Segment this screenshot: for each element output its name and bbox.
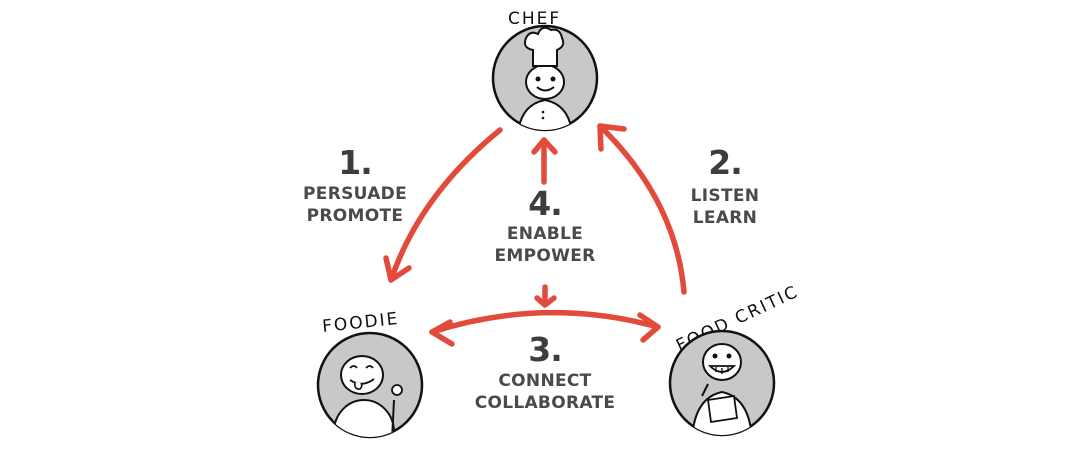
chef-node: CHEF (491, 9, 599, 132)
foodie-node: FOODIE (316, 309, 424, 439)
food-critic-icon (668, 329, 776, 437)
step-4-line-2: EMPOWER (494, 246, 596, 266)
food-critic-node: FOOD CRITIC (668, 282, 802, 437)
step-2-label: LISTEN LEARN (660, 185, 790, 229)
step-4-line-1: ENABLE (506, 224, 584, 244)
foodie-icon (316, 331, 424, 439)
arrow-center-to-chef (531, 137, 558, 185)
arrow-critic-to-chef (597, 123, 687, 295)
step-1-line-2: PROMOTE (306, 206, 404, 226)
arrow-center-down (534, 284, 557, 308)
step-4-number: 4. (528, 184, 563, 223)
arrow-chef-to-foodie (383, 127, 503, 283)
step-1-line-1: PERSUADE (303, 184, 407, 204)
step-3-line-2: COLLABORATE (474, 393, 616, 413)
step-2-line-2: LEARN (692, 208, 758, 228)
step-1-number: 1. (338, 143, 373, 182)
arrow-foodie-critic-bidirectional (429, 309, 661, 347)
step-3-line-1: CONNECT (498, 371, 592, 391)
step-1-label: PERSUADE PROMOTE (280, 183, 430, 227)
step-4-label: ENABLE EMPOWER (470, 223, 620, 267)
step-3-label: CONNECT COLLABORATE (460, 370, 630, 414)
chef-label: CHEF (508, 9, 561, 29)
chef-icon (491, 24, 599, 132)
step-3-number: 3. (528, 330, 563, 369)
step-2-line-1: LISTEN (690, 186, 760, 206)
step-2-number: 2. (708, 143, 743, 182)
